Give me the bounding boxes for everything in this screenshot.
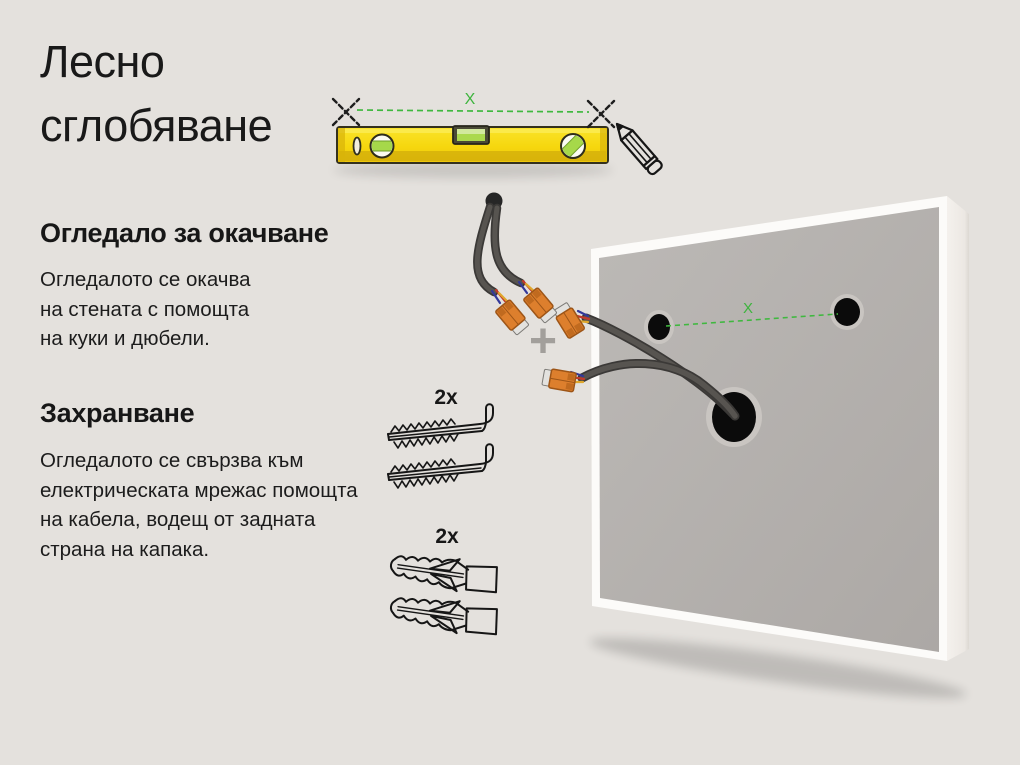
level-vial-center	[452, 125, 490, 145]
hooks-qty-label: 2x	[434, 386, 458, 409]
wall-plug-icon	[387, 547, 502, 599]
page-title: Лесно сглобяване	[40, 30, 273, 158]
power-section-body: Огледалото се свързва към електрическата…	[40, 446, 358, 564]
panel-distance-line	[665, 313, 839, 327]
hanging-section-body: Огледалото се окачва на стената с помощт…	[40, 265, 251, 354]
level-slot	[352, 136, 362, 156]
level-vial-horizontal	[369, 133, 395, 159]
body-line: Огледалото се свързва към	[40, 449, 304, 472]
dowels-qty-label: 2x	[435, 525, 459, 548]
pencil-icon	[615, 122, 663, 176]
power-section-heading: Захранване	[40, 398, 195, 428]
mirror-cables	[577, 313, 740, 421]
mounting-hole-left	[644, 310, 674, 344]
power-cable-pair	[473, 192, 526, 297]
cross-mark-left-icon	[331, 97, 361, 127]
power-cable-wires	[490, 279, 538, 305]
body-line: Огледалото се окачва	[40, 268, 251, 291]
panel-distance-label: X	[743, 300, 753, 317]
page-title-line: Лесно	[40, 36, 165, 87]
body-line: на стената с помощта	[40, 297, 250, 321]
panel-side-edge	[947, 196, 969, 661]
wall-distance-label: X	[465, 91, 476, 108]
spirit-level-icon	[336, 125, 609, 164]
body-line: на куки и дюбели.	[40, 327, 210, 350]
wall-distance-line	[356, 109, 590, 113]
wall-plug-icon	[387, 589, 502, 641]
panel-shadow	[589, 638, 967, 698]
hanging-section-heading: Огледало за окачване	[40, 218, 329, 248]
mirror-back-panel: X	[591, 196, 969, 661]
body-line: страна на капака.	[40, 537, 210, 561]
body-line: на кабела, водещ от задната	[40, 508, 316, 531]
panel-face	[599, 207, 939, 652]
screw-hook-icon	[387, 403, 494, 449]
plus-icon: +	[529, 315, 557, 368]
screw-hook-icon	[387, 443, 494, 489]
mounting-hole-right	[830, 294, 864, 330]
page-title-line: сглобяване	[40, 100, 273, 151]
cross-mark-right-icon	[586, 99, 616, 129]
body-line: електрическата мрежас помощта	[40, 478, 358, 502]
level-shadow	[333, 162, 613, 178]
wago-connector-icon	[494, 298, 531, 337]
